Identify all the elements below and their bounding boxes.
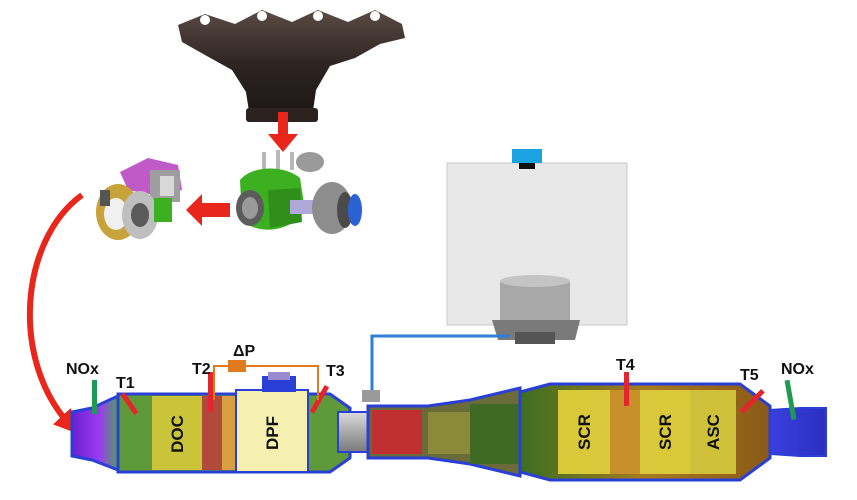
throttle-valve xyxy=(96,158,182,240)
scr1-brick xyxy=(558,390,610,474)
nox-sensor-out xyxy=(784,379,797,421)
label-scr1: SCR xyxy=(575,414,594,450)
label-nox-out: NOx xyxy=(781,361,814,378)
dosing-line xyxy=(370,334,510,392)
delta-p-lines xyxy=(213,360,319,400)
doc-brick xyxy=(152,396,202,470)
t2-sensor xyxy=(208,372,213,412)
t3-sensor xyxy=(309,385,330,414)
flow-arrow-down xyxy=(268,112,298,152)
label-t2: T2 xyxy=(192,361,211,378)
exhaust-manifold xyxy=(178,10,405,122)
label-nox-in: NOx xyxy=(66,361,99,378)
doser xyxy=(362,390,380,402)
t5-sensor xyxy=(739,388,765,414)
label-dpf: DPF xyxy=(263,416,282,450)
scr2-brick xyxy=(640,390,690,474)
label-t3: T3 xyxy=(326,363,345,380)
flow-arrow-curved xyxy=(26,192,84,434)
dpf-brick xyxy=(235,389,309,473)
label-t5: T5 xyxy=(740,367,759,384)
nox-sensor-in xyxy=(92,380,97,414)
label-scr2: SCR xyxy=(656,414,675,450)
urea-tank xyxy=(446,149,628,344)
sensors xyxy=(92,372,797,421)
label-delta-p: ΔP xyxy=(233,343,256,360)
turbocharger xyxy=(236,150,362,234)
exhaust-line xyxy=(70,372,827,482)
asc-brick xyxy=(690,390,736,474)
t1-sensor xyxy=(120,392,139,415)
t4-sensor xyxy=(624,372,629,406)
label-doc: DOC xyxy=(168,415,187,453)
flow-arrow-left xyxy=(186,194,230,226)
label-t4: T4 xyxy=(616,357,635,374)
label-asc: ASC xyxy=(704,414,723,450)
label-t1: T1 xyxy=(116,375,135,392)
